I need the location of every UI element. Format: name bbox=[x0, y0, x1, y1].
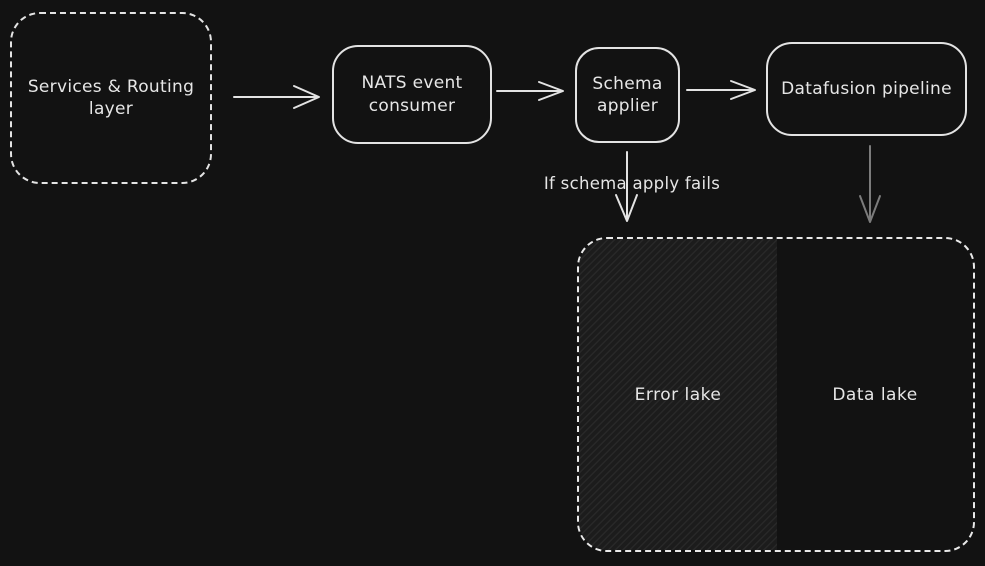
data-lake-region: Data lake bbox=[777, 239, 973, 550]
node-nats-label: NATS event consumer bbox=[361, 73, 463, 116]
error-lake-label: Error lake bbox=[634, 384, 722, 405]
lakes-container: Error lake Data lake bbox=[577, 237, 975, 552]
error-lake-region: Error lake bbox=[579, 239, 777, 550]
node-nats-event-consumer: NATS event consumer bbox=[332, 45, 492, 144]
node-services-routing-layer: Services & Routing layer bbox=[10, 12, 212, 184]
schema-fail-annotation: If schema apply fails bbox=[543, 174, 721, 193]
node-schema-label: Schema applier bbox=[592, 73, 663, 116]
arrow-nats-to-schema bbox=[496, 81, 564, 101]
node-services-label: Services & Routing layer bbox=[27, 76, 195, 119]
arrow-datafusion-to-data-lake bbox=[859, 145, 881, 223]
node-datafusion-label: Datafusion pipeline bbox=[781, 78, 952, 99]
node-schema-applier: Schema applier bbox=[575, 47, 680, 143]
arrow-services-to-nats bbox=[233, 85, 320, 109]
node-datafusion-pipeline: Datafusion pipeline bbox=[766, 42, 967, 136]
arrow-schema-to-datafusion bbox=[686, 80, 756, 100]
data-lake-label: Data lake bbox=[832, 384, 918, 405]
